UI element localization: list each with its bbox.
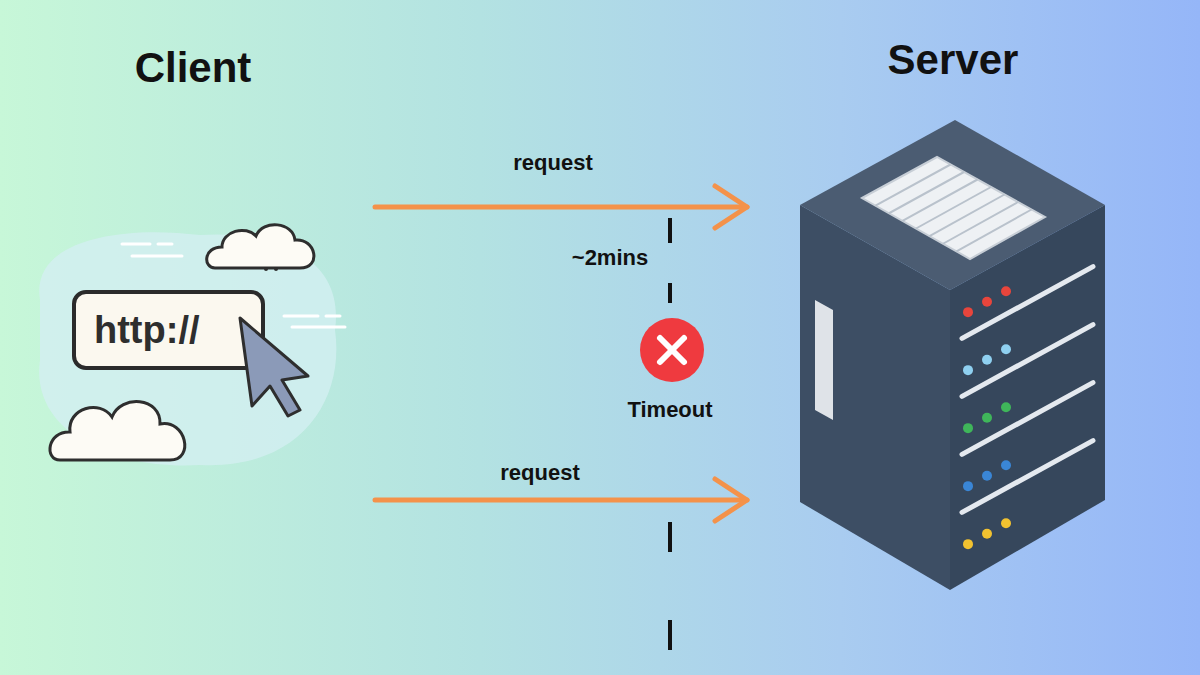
status-light (963, 539, 973, 549)
speed-line (284, 315, 318, 318)
dash (668, 522, 672, 552)
dash (668, 218, 672, 243)
duration-label: ~2mins (572, 245, 648, 271)
cross-stroke (660, 338, 684, 362)
status-light (982, 297, 992, 307)
rack-stripe (962, 383, 1093, 455)
status-light (1001, 286, 1011, 296)
client-area: Clienthttp:// (40, 30, 375, 520)
dot (264, 267, 268, 271)
server-grille (862, 157, 1045, 259)
speed-line (158, 243, 172, 246)
status-light (982, 529, 992, 539)
status-light (963, 307, 973, 317)
dash (668, 620, 672, 650)
status-lights (963, 286, 1011, 549)
error-icon (640, 318, 704, 382)
speed-line (292, 326, 345, 329)
status-light (1001, 402, 1011, 412)
status-label: Timeout (627, 397, 712, 423)
status-light (1001, 344, 1011, 354)
dot (274, 267, 278, 271)
arrow-shaft (375, 498, 747, 503)
status-light (982, 413, 992, 423)
edge-label: request (513, 150, 592, 176)
dash (668, 283, 672, 303)
grille-line (957, 210, 1032, 252)
server-panel (815, 300, 833, 420)
status-light (1001, 518, 1011, 528)
status-light (963, 423, 973, 433)
arrow-head (715, 479, 747, 521)
grille-lines (876, 165, 1032, 252)
status-light (982, 471, 992, 481)
url-box: http:// (72, 290, 265, 370)
rack-stripe (962, 441, 1093, 513)
error-cross (660, 338, 684, 362)
server-area: Server (750, 30, 1120, 600)
server-left-face (800, 205, 950, 590)
status-light (982, 355, 992, 365)
cross-stroke (660, 338, 684, 362)
timeout-line (668, 218, 672, 650)
request-arrow (375, 186, 747, 228)
edge-label: request (500, 460, 579, 486)
speed-line (326, 315, 340, 318)
speed-line (122, 243, 150, 246)
server-right-face (950, 205, 1105, 590)
node-heading: Client (26, 44, 361, 92)
cloud (207, 225, 314, 268)
cloud (50, 402, 185, 460)
speed-line (132, 255, 182, 258)
status-light (963, 481, 973, 491)
status-light (1001, 460, 1011, 470)
node-heading: Server (768, 36, 1138, 84)
request-arrow (375, 479, 747, 521)
arrow-shaft (375, 205, 747, 210)
rack-stripe (962, 267, 1093, 339)
status-light (963, 365, 973, 375)
rack-stripe (962, 325, 1093, 397)
rack-stripes (962, 267, 1093, 513)
arrow-head (715, 186, 747, 228)
cursor-arrow (240, 318, 308, 416)
url-text: http:// (94, 308, 200, 352)
